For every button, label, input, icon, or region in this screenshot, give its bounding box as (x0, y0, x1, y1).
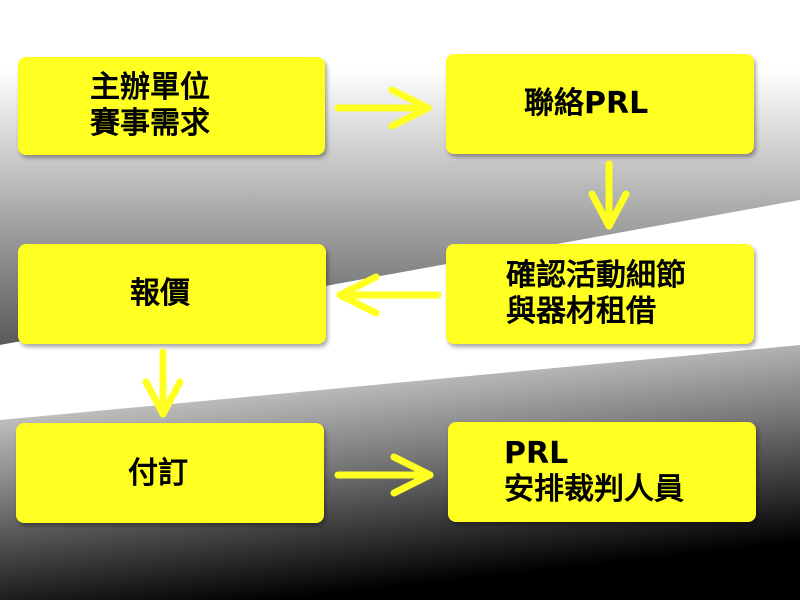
node-organizer-request: 主辦單位 賽事需求 (18, 57, 325, 155)
arrow-deposit-to-arrange (334, 453, 434, 497)
node-quote-line-1: 報價 (130, 276, 190, 311)
node-confirm-details-line-1: 確認活動細節 (506, 258, 686, 293)
arrow-quote-to-deposit (142, 348, 184, 418)
node-organizer-request-line-2: 賽事需求 (90, 106, 210, 141)
node-deposit-line-1: 付訂 (128, 456, 188, 491)
node-confirm-details: 確認活動細節 與器材租借 (446, 244, 754, 344)
arrow-contact-to-confirm (588, 160, 630, 230)
node-arrange-referees-line-1: PRL (504, 436, 569, 471)
node-organizer-request-line-1: 主辦單位 (90, 70, 210, 105)
node-quote: 報價 (18, 244, 326, 344)
arrow-confirm-to-quote (336, 273, 442, 317)
arrow-organizer-to-contact (334, 86, 432, 130)
node-confirm-details-line-2: 與器材租借 (506, 294, 656, 329)
node-arrange-referees: PRL 安排裁判人員 (448, 422, 756, 522)
node-arrange-referees-line-2: 安排裁判人員 (504, 472, 684, 507)
node-contact-prl-line-1: 聯絡PRL (524, 86, 649, 121)
node-deposit: 付訂 (16, 423, 324, 523)
node-contact-prl: 聯絡PRL (446, 54, 754, 154)
